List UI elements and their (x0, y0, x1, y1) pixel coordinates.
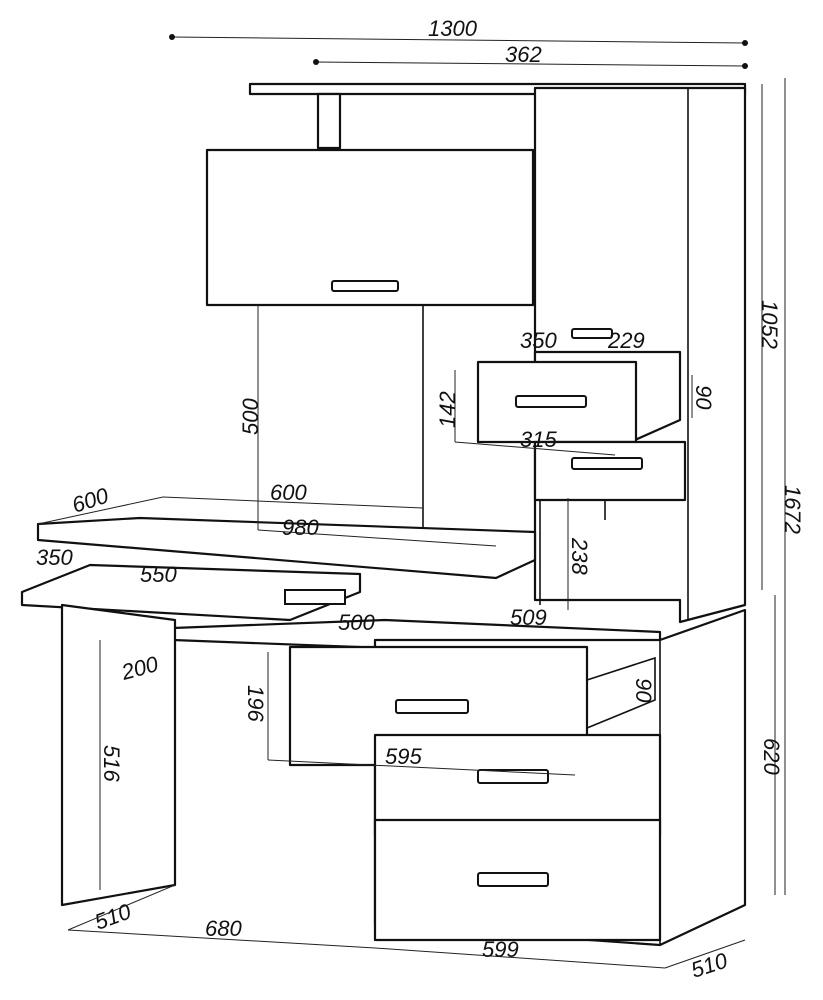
dim-tower-width: 362 (505, 42, 542, 67)
dim-big-drawer-width: 595 (385, 744, 422, 769)
dim-pedestal-height: 620 (759, 738, 784, 775)
tower-handle (571, 328, 613, 339)
dim-top-depth: 600 (69, 482, 112, 517)
dim-leg-to-pedestal: 680 (205, 916, 242, 941)
pedestal-drawer-2 (373, 733, 662, 837)
dim-small-drawer-inner-height: 90 (691, 385, 716, 410)
dim-top-length: 980 (282, 515, 319, 540)
shelf-post (316, 92, 342, 150)
desk-top (36, 516, 537, 580)
dim-lower-shelf-width: 500 (338, 610, 375, 635)
dimension-lines (37, 34, 786, 969)
dim-big-drawer-height: 196 (243, 685, 268, 722)
small-drawer-handle (515, 395, 587, 408)
dim-keyboard-depth: 350 (36, 545, 73, 570)
dim-small-drawer-depth: 350 (520, 328, 557, 353)
dim-small-drawer-height: 142 (435, 391, 460, 428)
dim-overall-width: 1300 (428, 16, 478, 41)
upper-cabinet-door (205, 148, 535, 307)
dim-upper-height: 1052 (757, 300, 782, 349)
dim-small-drawer-width: 315 (520, 427, 557, 452)
dim-small-drawer-inner: 229 (607, 328, 645, 353)
dim-leg-height: 516 (99, 745, 124, 782)
big-drawer-handle (395, 699, 469, 714)
dim-niche-width: 509 (510, 605, 547, 630)
dim-keyboard-width: 550 (140, 562, 177, 587)
dim-total-height: 1672 (780, 485, 805, 534)
dim-shelf-gap: 500 (238, 398, 263, 435)
dim-pedestal-width: 599 (482, 937, 519, 962)
dim-pedestal-depth: 510 (688, 947, 731, 982)
upper-cabinet-handle (331, 280, 399, 292)
dim-niche-height: 238 (567, 537, 592, 575)
dim-big-drawer-inner-height: 90 (631, 678, 656, 703)
keyboard-tray (20, 563, 362, 622)
tower-drawer (533, 440, 687, 502)
dim-top-width: 600 (270, 480, 307, 505)
dim-leg-depth: 510 (91, 898, 135, 934)
